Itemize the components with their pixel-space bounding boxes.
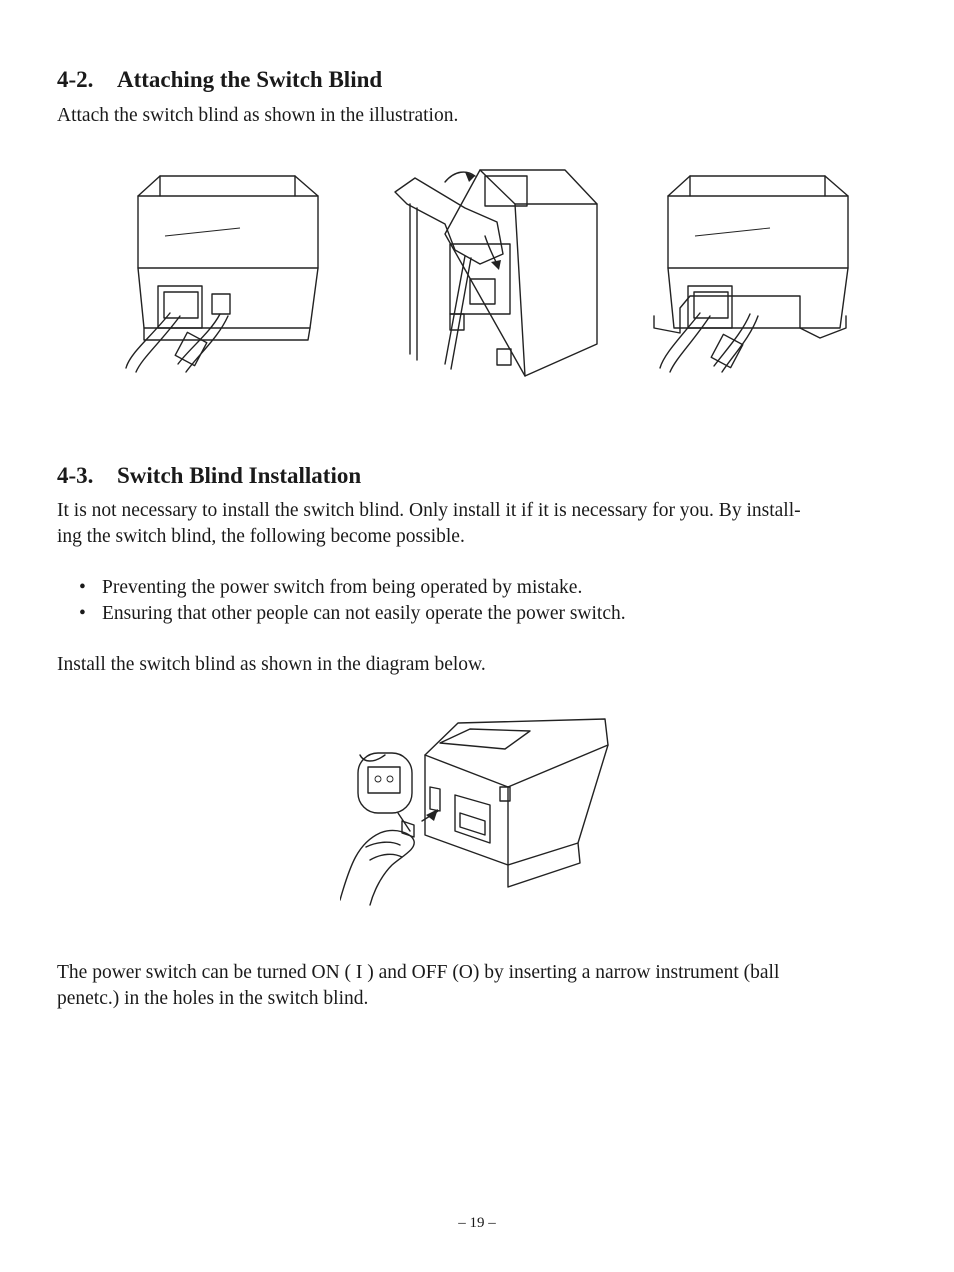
printer-rear-illustration <box>125 175 319 373</box>
section-4-3-heading: 4-3. Switch Blind Installation <box>57 462 361 490</box>
paragraph-line-2: ing the switch blind, the following beco… <box>57 526 465 547</box>
list-item: Ensuring that other people can not easil… <box>57 601 902 627</box>
section-4-2-intro: Attach the switch blind as shown in the … <box>57 105 459 126</box>
install-note: Install the switch blind as shown in the… <box>57 654 486 675</box>
section-4-2-number: 4-2. <box>57 67 94 92</box>
section-4-3-number: 4-3. <box>57 463 94 488</box>
blind-attach-illustration <box>394 169 598 377</box>
section-4-2-title: Attaching the Switch Blind <box>117 67 383 92</box>
section-4-2-heading: 4-2. Attaching the Switch Blind <box>57 66 382 94</box>
closing-line-1: The power switch can be turned ON ( I ) … <box>57 962 780 983</box>
paragraph-line-1: It is not necessary to install the switc… <box>57 500 801 521</box>
benefits-list: Preventing the power switch from being o… <box>57 575 902 627</box>
closing-line-2: penetc.) in the holes in the switch blin… <box>57 988 369 1009</box>
section-4-3-paragraph: It is not necessary to install the switc… <box>57 498 902 550</box>
page-number: – 19 – <box>458 1215 496 1231</box>
blind-insert-illustration <box>340 718 609 906</box>
closing-paragraph: The power switch can be turned ON ( I ) … <box>57 960 902 1012</box>
blind-fitted-illustration <box>653 175 849 373</box>
section-4-3-title: Switch Blind Installation <box>117 463 362 488</box>
list-item: Preventing the power switch from being o… <box>57 575 902 601</box>
